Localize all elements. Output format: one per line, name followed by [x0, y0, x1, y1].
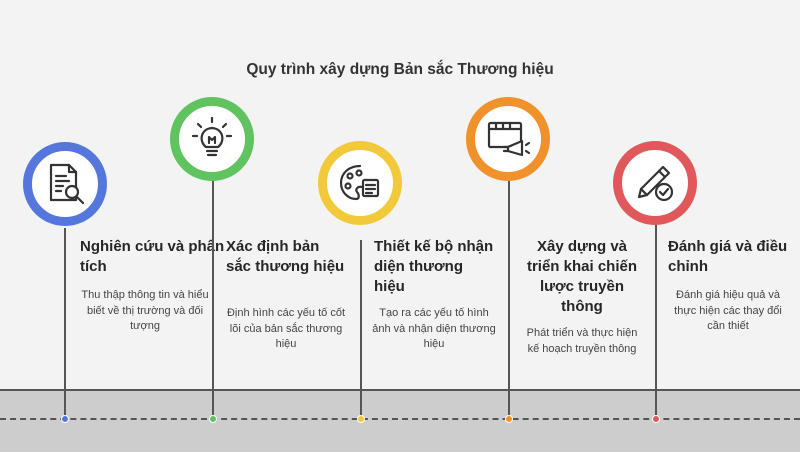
step-3-marker-dot — [357, 415, 365, 423]
step-3-description: Tạo ra các yếu tố hình ảnh và nhận diện … — [372, 307, 496, 350]
step-1-badge — [23, 142, 107, 226]
step-5-description: Đánh giá hiệu quả và thực hiện các thay … — [674, 289, 782, 332]
step-2-badge — [170, 97, 254, 181]
step-4-description: Phát triển và thực hiện kế hoạch truyền … — [526, 327, 638, 355]
step-5-pole — [655, 222, 657, 418]
step-4-marker-dot — [505, 415, 513, 423]
step-5-marker-dot — [652, 415, 660, 423]
palette-icon — [339, 164, 380, 201]
diagram-title: Quy trình xây dựng Bản sắc Thương hiệu — [246, 61, 554, 78]
step-5-badge — [613, 141, 697, 225]
lightbulb-icon — [191, 116, 233, 157]
step-1-title: Nghiên cứu và phân tích — [80, 238, 225, 275]
megaphone-icon — [487, 121, 531, 157]
step-1-description: Thu thập thông tin và hiểu biết về thị t… — [81, 289, 209, 332]
step-2-title: Xác định bản sắc thương hiệu — [226, 238, 345, 275]
step-3-badge — [318, 141, 402, 225]
road-band — [0, 389, 800, 452]
road-dashed-line — [0, 418, 800, 420]
step-4-title: Xây dựng và triển khai chiến lược truyền… — [526, 238, 638, 315]
step-4-badge — [466, 97, 550, 181]
pencil-check-icon — [637, 165, 674, 202]
step-1-pole — [64, 228, 66, 418]
step-1-marker-dot — [61, 415, 69, 423]
step-5-title: Đánh giá và điều chỉnh — [668, 238, 788, 275]
step-2-marker-dot — [209, 415, 217, 423]
step-2-pole — [212, 178, 214, 418]
step-3-pole — [360, 240, 362, 418]
step-3-title: Thiết kế bộ nhận diện thương hiệu — [374, 238, 494, 295]
step-2-description: Định hình các yếu tố cốt lõi của bản sắc… — [226, 307, 345, 350]
document-search-icon — [49, 163, 85, 205]
step-4-pole — [508, 178, 510, 418]
